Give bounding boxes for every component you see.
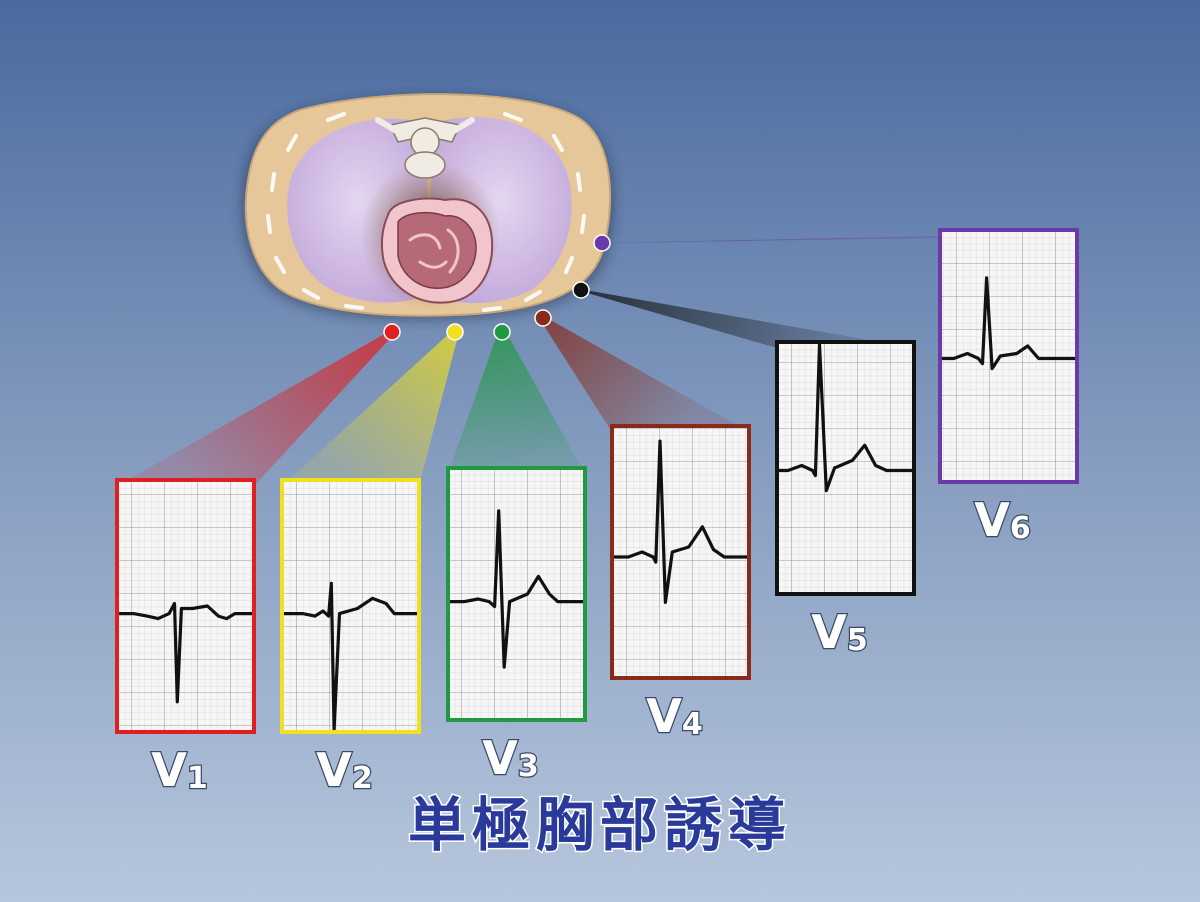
ecg-panel-v3-border [446,466,587,722]
rib-segments [266,112,586,312]
ecg-panel-v3: V3 [446,466,587,786]
ecg-panel-v3-grid [448,468,585,720]
ecg-trace-v4 [610,439,751,605]
beam-v1 [117,332,396,486]
ecg-panel-v2-border [280,478,421,734]
electrode-v6 [593,234,611,252]
ecg-panel-v4-border [610,424,751,680]
ecg-panel-v2-grid [282,480,419,732]
lead-label-v4-sub: 4 [682,707,703,742]
ecg-panel-v5-grid [777,342,914,594]
ecg-panel-v1-border [115,478,256,734]
electrode-v5 [572,281,590,299]
ecg-panel-v6-border [938,228,1079,484]
lead-label-v5: V5 [811,605,867,659]
lead-label-v3-main: V [482,731,518,785]
ecg-trace-v2 [280,581,421,732]
lead-label-v2-sub: 2 [352,761,373,796]
lead-label-v4: V4 [646,689,702,743]
ecg-panel-v5: V5 [775,340,916,660]
spine [375,117,475,179]
lead-label-v2: V2 [316,743,372,797]
beam-v3 [448,332,585,474]
ecg-trace-v3 [446,509,587,669]
lead-label-v6: V6 [974,493,1030,547]
electrode-v1 [383,323,401,341]
lead-label-v6-sub: 6 [1010,511,1031,546]
ecg-panel-v4-grid [612,426,749,678]
lead-label-v3-sub: 3 [518,749,539,784]
ecg-panel-v1-grid [117,480,254,732]
ecg-panel-v6: V6 [938,228,1079,548]
electrode-v4 [534,309,552,327]
lead-label-v1: V1 [151,743,207,797]
beam-v2 [282,332,459,486]
electrode-v2 [446,323,464,341]
electrodes [383,234,611,341]
electrode-beams [117,236,1077,486]
lead-label-v5-sub: 5 [847,623,868,658]
lead-label-v6-main: V [974,493,1010,547]
ecg-trace-v1 [115,601,256,704]
ecg-panel-v1: V1 [115,478,256,798]
lead-label-v4-main: V [646,689,682,743]
ecg-trace-v6 [938,276,1079,371]
ecg-panel-v4: V4 [610,424,751,744]
lead-label-v1-main: V [151,743,187,797]
torso-cross-section [241,93,614,320]
beam-v5 [577,290,914,348]
heart [380,197,494,304]
diagram-title: 単極胸部誘導 [408,791,792,859]
lead-label-v1-sub: 1 [187,761,208,796]
ecg-trace-v5 [775,342,916,493]
lead-label-v5-main: V [811,605,847,659]
lead-label-v3: V3 [482,731,538,785]
electrode-v3 [493,323,511,341]
ecg-panel-v5-border [775,340,916,596]
lead-label-v2-main: V [316,743,352,797]
beam-v4 [539,318,749,432]
ecg-panel-v2: V2 [280,478,421,798]
